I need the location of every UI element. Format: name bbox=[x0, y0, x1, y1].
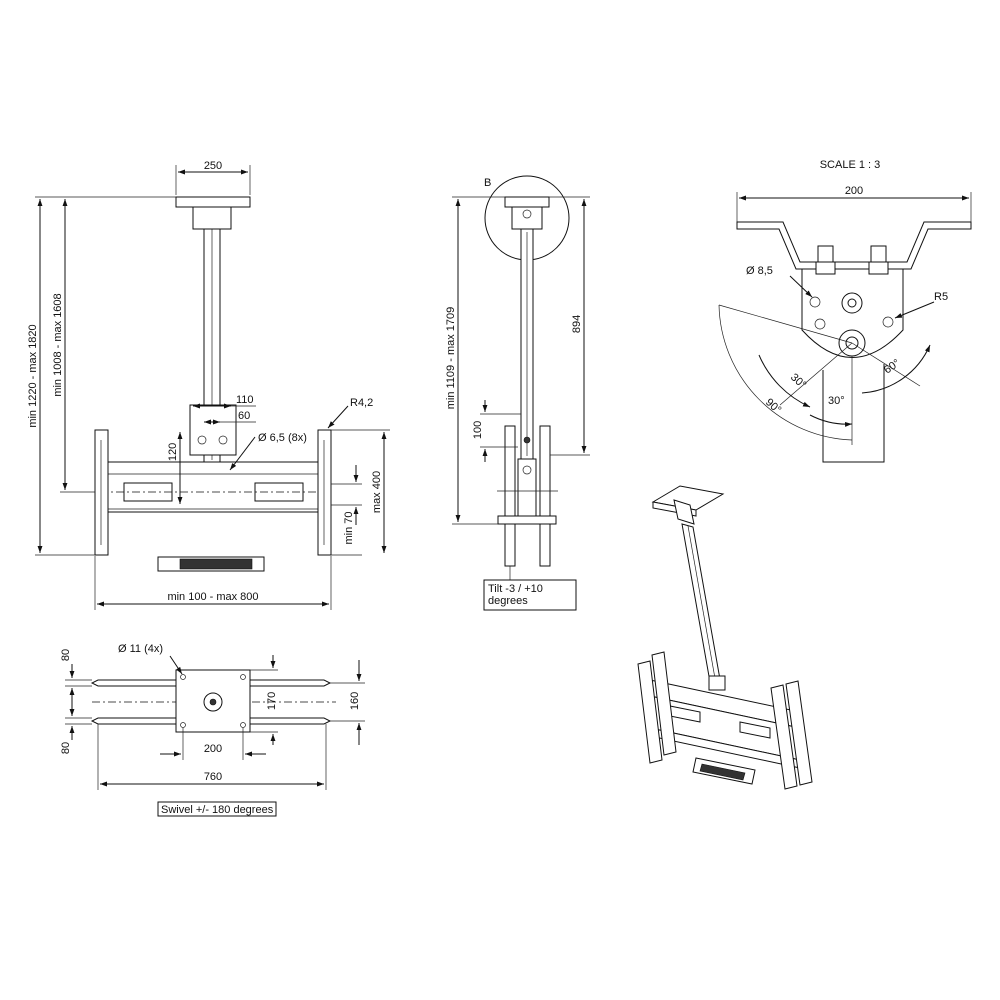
dim-hole-spacing: 120 bbox=[167, 443, 179, 461]
right-rail bbox=[317, 429, 332, 556]
iso-rail-left bbox=[637, 660, 663, 764]
detail-view: SCALE 1 : 3 200 Ø 8,5 R5 bbox=[718, 159, 972, 463]
tilt-note-box bbox=[483, 579, 577, 611]
ceiling-bracket-profile bbox=[736, 221, 972, 270]
front-view: 250 min 1220 - max 1820 min 1008 - max 1… bbox=[27, 160, 390, 610]
isometric-view bbox=[637, 485, 813, 790]
dim-detail-radius: R5 bbox=[934, 291, 948, 303]
dim-top-hole-note: Ø 11 (4x) bbox=[118, 643, 163, 655]
angle-30-right: 30° bbox=[828, 395, 845, 407]
angle-30-left: 30° bbox=[788, 371, 808, 391]
dim-side-height: min 1109 - max 1709 bbox=[445, 307, 457, 410]
center-bracket bbox=[189, 404, 237, 456]
dim-plate-200: 200 bbox=[204, 743, 222, 755]
iso-rail-right bbox=[785, 680, 813, 786]
dim-width: min 100 - max 800 bbox=[167, 591, 258, 603]
angle-60: 60° bbox=[882, 357, 903, 376]
dim-bracket-60: 60 bbox=[238, 410, 250, 422]
dim-detail-width: 200 bbox=[845, 185, 863, 197]
dim-rail-160: 160 bbox=[349, 692, 361, 710]
dim-rail-min: min 70 bbox=[343, 511, 355, 544]
ceiling-plate bbox=[175, 196, 251, 208]
detail-label: B bbox=[484, 177, 491, 189]
dim-pole-length: 894 bbox=[571, 315, 583, 333]
dim-rail-max: max 400 bbox=[371, 471, 383, 513]
swivel-note-box bbox=[157, 801, 277, 817]
dim-height-inner: min 1008 - max 1608 bbox=[52, 293, 64, 396]
dim-height-outer: min 1220 - max 1820 bbox=[27, 324, 39, 427]
dim-radius: R4,2 bbox=[350, 397, 373, 409]
left-rail bbox=[94, 429, 109, 556]
dim-bracket-110: 110 bbox=[236, 394, 254, 406]
angle-90: 90° bbox=[763, 396, 783, 416]
dim-plate-width: 250 bbox=[204, 160, 222, 172]
side-rail-right bbox=[539, 425, 551, 567]
side-view: B min 1109 - max 1709 894 100 Tilt bbox=[445, 175, 590, 611]
dim-width-760: 760 bbox=[204, 771, 222, 783]
dim-detail-hole: Ø 8,5 bbox=[746, 265, 773, 277]
dim-holes-note: Ø 6,5 (8x) bbox=[258, 432, 307, 444]
iso-pole bbox=[681, 523, 722, 686]
dim-top-offset: 80 bbox=[60, 649, 72, 661]
scale-label: SCALE 1 : 3 bbox=[820, 159, 881, 171]
top-view: Ø 11 (4x) 80 80 170 160 200 bbox=[60, 643, 365, 817]
swivel-note: Swivel +/- 180 degrees bbox=[161, 804, 274, 816]
dim-plate-170: 170 bbox=[266, 692, 278, 710]
pole-clamp bbox=[192, 206, 232, 230]
dim-bottom-offset: 80 bbox=[60, 742, 72, 754]
dim-offset: 100 bbox=[472, 421, 484, 439]
